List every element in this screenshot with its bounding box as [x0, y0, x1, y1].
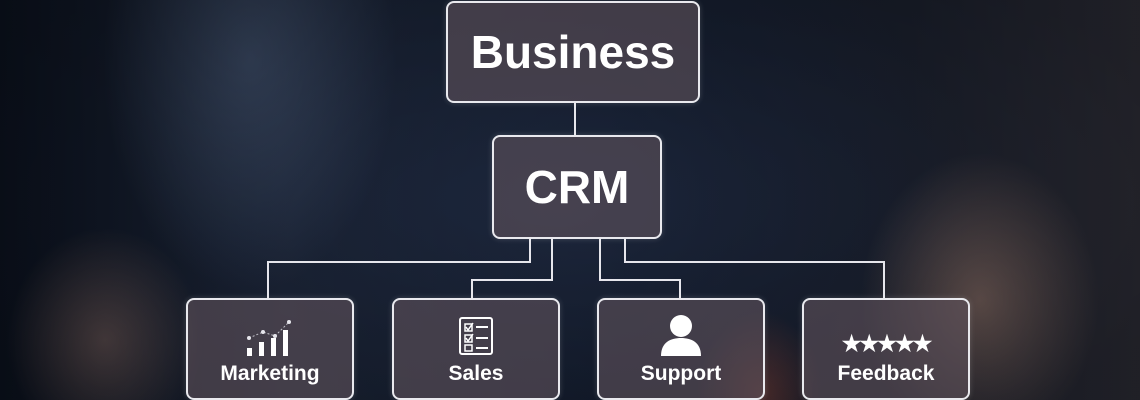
stars-glyph: ★★★★★: [841, 331, 933, 356]
business-node: Business: [446, 1, 700, 103]
crm-label: CRM: [524, 161, 630, 213]
bar-chart-icon: [245, 312, 295, 356]
connector-crm-support: [599, 239, 681, 298]
support-label: Support: [640, 362, 722, 385]
connector-crm-feedback: [624, 239, 885, 298]
feedback-label: Feedback: [837, 362, 935, 385]
connector-crm-sales: [471, 239, 553, 298]
sales-label: Sales: [448, 362, 504, 385]
user-icon: [659, 312, 703, 356]
sales-node: Sales: [392, 298, 560, 400]
marketing-node: Marketing: [186, 298, 354, 400]
marketing-label: Marketing: [220, 362, 320, 385]
five-stars-icon: ★★★★★: [841, 312, 933, 356]
support-node: Support: [597, 298, 765, 400]
feedback-node: ★★★★★ Feedback: [802, 298, 970, 400]
crm-node: CRM: [492, 135, 662, 239]
checklist-icon: [458, 312, 494, 356]
connector-crm-marketing: [267, 239, 531, 298]
business-label: Business: [470, 26, 676, 78]
